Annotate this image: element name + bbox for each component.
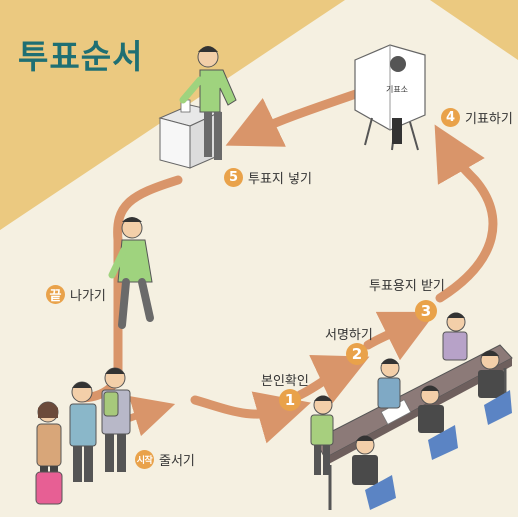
step-5-badge: 5 (224, 168, 243, 187)
step-4-label: 기표하기 (465, 112, 513, 127)
step-start: 시작 줄서기 (135, 450, 195, 469)
page-title: 투표순서 (18, 37, 144, 76)
booth-sign: 기표소 (386, 85, 408, 94)
step-end: 끝 나가기 (46, 285, 106, 304)
step-5: 5 투표지 넣기 (224, 168, 312, 187)
path-step5-to-exit (75, 175, 183, 403)
step-2-badge: 2 (346, 343, 368, 365)
path-step2-to-step3 (363, 311, 437, 361)
step-start-label: 줄서기 (159, 454, 195, 469)
path-queue-to-step1 (190, 391, 311, 444)
staff-and-voters (310, 312, 512, 510)
step-1-label: 본인확인 (261, 374, 309, 389)
step-3-badge: 3 (415, 300, 437, 322)
step-5-label: 투표지 넣기 (248, 172, 312, 187)
person-inserting-ballot (179, 46, 237, 160)
person-exiting (108, 217, 154, 329)
step-end-label: 나가기 (70, 289, 106, 304)
step-start-badge: 시작 (135, 450, 154, 469)
step-1-badge: 1 (279, 389, 301, 411)
path-step1-to-step2 (295, 354, 370, 404)
voting-booth (354, 44, 426, 151)
step-3-label: 투표용지 받기 (369, 279, 445, 294)
step-4-badge: 4 (441, 108, 460, 127)
step-2-label: 서명하기 (325, 328, 373, 343)
step-end-badge: 끝 (46, 285, 65, 304)
step-4: 4 기표하기 (441, 108, 513, 127)
path-step3-to-step4 (434, 124, 498, 303)
queue-people (35, 367, 131, 505)
